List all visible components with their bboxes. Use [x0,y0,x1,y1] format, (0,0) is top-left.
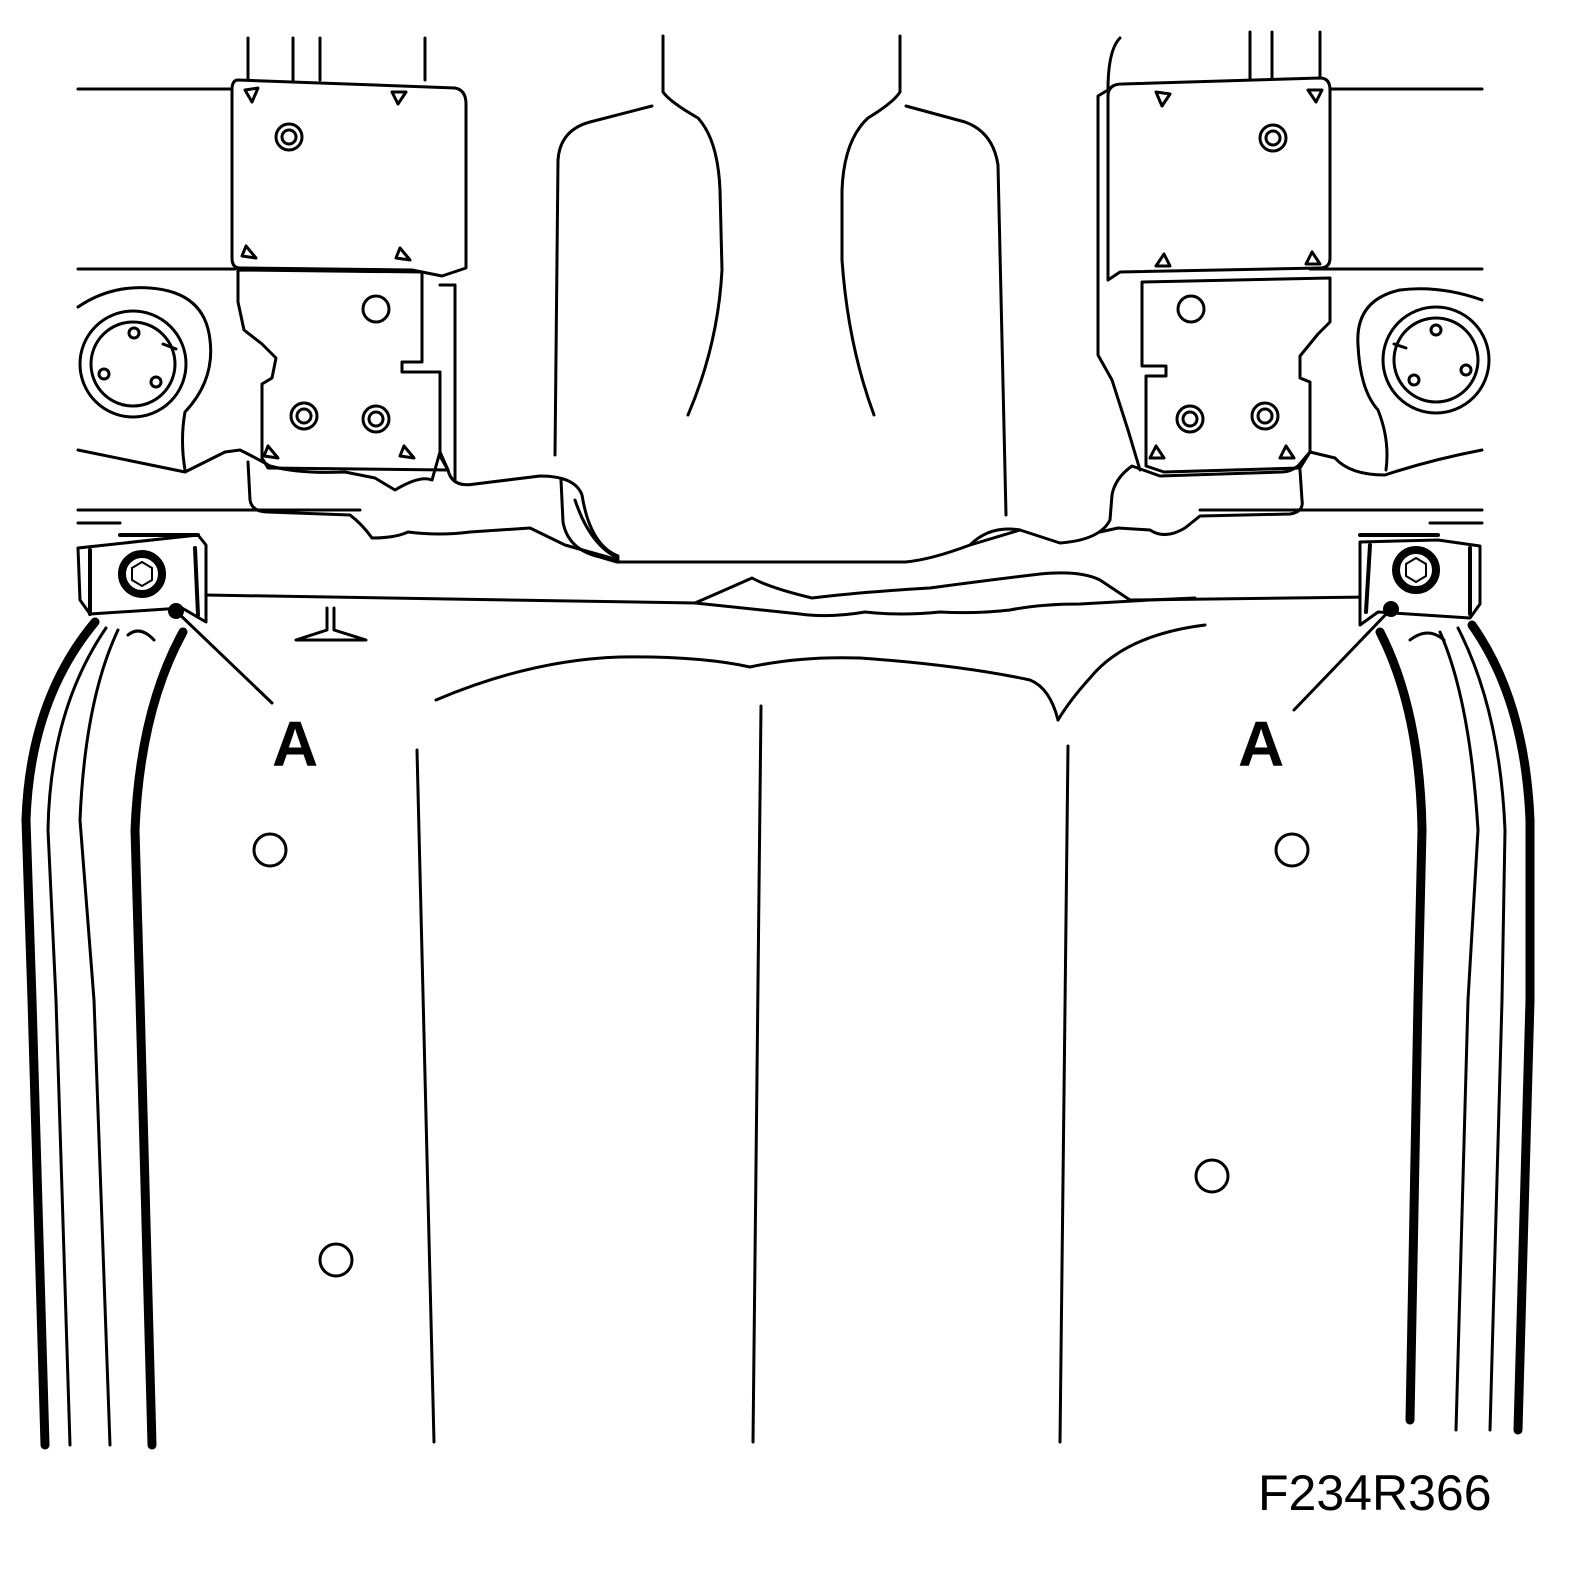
left-sill [21,617,188,1450]
floor-pan [252,623,1310,1444]
center-tunnel [553,34,1022,564]
right-mount-block [1292,533,1482,712]
right-wheel-hub [1356,287,1491,472]
cross-member [76,448,1484,642]
callout-a-left: A [272,708,318,780]
right-mount-bracket [1096,30,1332,474]
frame-lines [76,87,1484,525]
callout-a-right: A [1238,708,1284,780]
bracket-tabs [240,86,416,460]
left-mount-block [76,533,274,705]
figure-id: F234R366 [1258,1465,1492,1521]
bracket-tabs-right [1148,88,1324,460]
right-sill [1375,620,1535,1435]
left-wheel-hub [76,286,213,472]
left-mount-bracket [230,36,468,482]
